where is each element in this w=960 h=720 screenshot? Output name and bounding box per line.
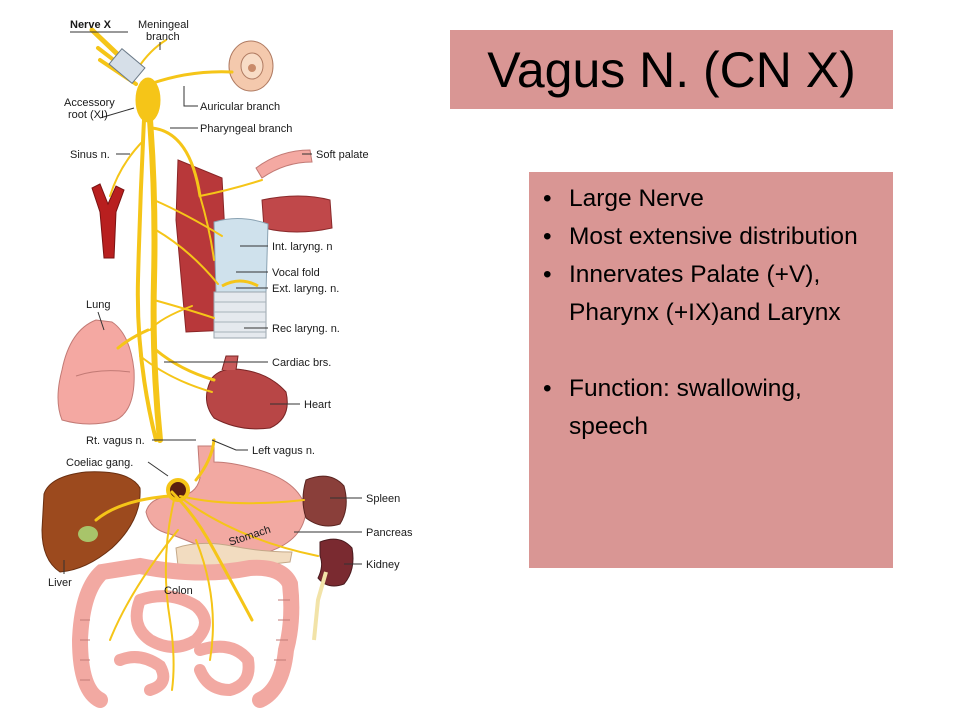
spleen-illustration [302,475,347,527]
title-box: Vagus N. (CN X) [450,30,893,109]
bullet-item: • Most extensive distribution [537,218,885,256]
accessory-root-collar [108,47,146,85]
ear-illustration [228,40,274,92]
label-rec-laryng: Rec laryng. n. [272,323,340,335]
label-meningeal-1: Meningeal [138,19,189,31]
liver-illustration [41,471,141,573]
bullet-item: • Innervates Palate (+V), Pharynx (+IX)an… [537,256,885,332]
label-liver: Liver [48,577,72,589]
label-ext-laryng: Ext. laryng. n. [272,283,339,295]
larynx-illustration [213,218,269,339]
label-vocal-fold: Vocal fold [272,267,320,279]
label-accessory-2: root (XI) [68,109,108,121]
label-kidney: Kidney [366,559,400,571]
label-nerve-x: Nerve X [70,19,112,31]
bullet-dot-icon: • [543,261,552,288]
label-soft-palate: Soft palate [316,149,369,161]
label-sinus: Sinus n. [70,149,110,161]
label-auricular: Auricular branch [200,101,280,113]
label-left-vagus: Left vagus n. [252,445,315,457]
label-spleen: Spleen [366,493,400,505]
bullet-dot-icon: • [543,185,552,212]
label-pharyngeal: Pharyngeal branch [200,123,292,135]
carotid-vessel-illustration [91,183,125,259]
bullet-item: • Large Nerve [537,180,885,218]
label-colon: Colon [164,585,193,597]
bullet-dot-icon: • [543,223,552,250]
label-accessory-1: Accessory [64,97,115,109]
bullet-list: • Large Nerve • Most extensive distributio… [537,180,885,446]
soft-palate-illustration [255,149,313,179]
bullet-dot-icon: • [543,375,552,402]
bullet-item: • Function: swallowing, speech [537,370,885,446]
label-coeliac: Coeliac gang. [66,457,133,469]
bullet-box: • Large Nerve • Most extensive distributio… [529,172,893,568]
bullet-text: Function: swallowing, speech [569,375,802,440]
label-int-laryng: Int. laryng. n [272,241,333,253]
label-meningeal-2: branch [146,31,180,43]
label-lung: Lung [86,299,110,311]
slide-title: Vagus N. (CN X) [487,41,856,98]
label-heart: Heart [304,399,331,411]
bullet-text: Most extensive distribution [569,223,858,250]
diagram-labels: Nerve X Meningeal branch Accessory root … [48,19,413,597]
leader-lines [63,31,362,574]
vagus-nerve-diagram: Nerve X Meningeal branch Accessory root … [41,19,413,708]
heart-illustration [206,368,288,430]
label-cardiac: Cardiac brs. [272,357,331,369]
label-rt-vagus: Rt. vagus n. [86,435,145,447]
tongue-illustration [261,195,333,233]
label-pancreas: Pancreas [366,527,413,539]
bullet-text: Large Nerve [569,185,704,212]
bullet-text: Innervates Palate (+V), Pharynx (+IX)and… [569,261,841,326]
